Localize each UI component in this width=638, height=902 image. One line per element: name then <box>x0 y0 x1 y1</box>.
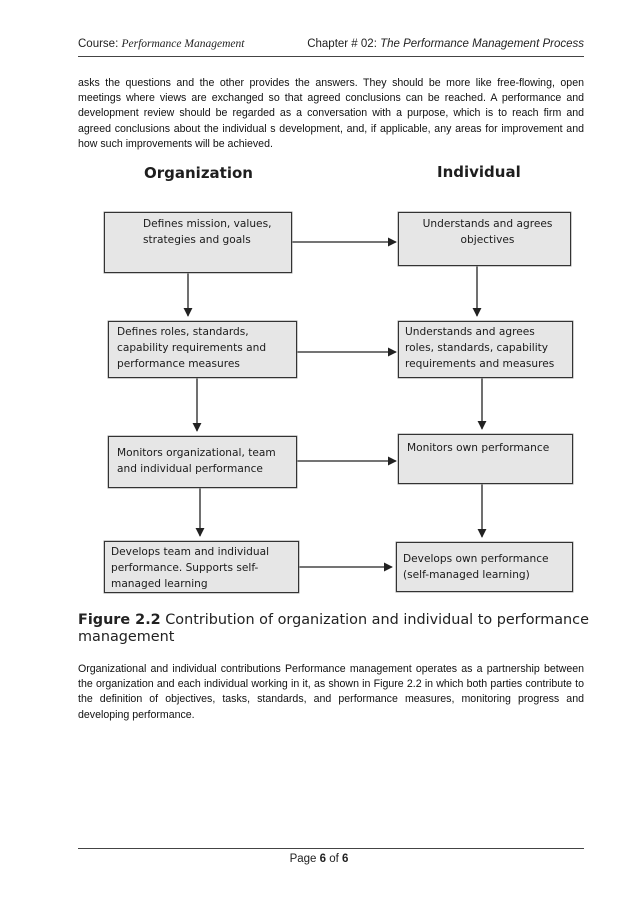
ind-step-roles: Understands and agrees roles, standards,… <box>398 321 573 378</box>
page-footer: Page 6 of 6 <box>0 853 638 865</box>
course-name: Performance Management <box>121 38 245 50</box>
footer-divider <box>78 848 584 849</box>
of-label: of <box>326 853 343 865</box>
header-divider <box>78 56 584 57</box>
chapter-label: Chapter # 02: <box>307 38 381 50</box>
page-header: Course: Performance Management Chapter #… <box>78 38 584 54</box>
ind-step-objectives: Understands and agrees objectives <box>398 212 571 266</box>
org-step-develop: Develops team and individual performance… <box>104 541 299 593</box>
course-label: Course: <box>78 38 122 50</box>
org-step-monitor: Monitors organizational, team and indivi… <box>108 436 297 488</box>
ind-step-monitor: Monitors own performance <box>398 434 573 484</box>
figure-caption: Figure 2.2 Contribution of organization … <box>78 612 598 646</box>
org-step-mission: Defines mission, values, strategies and … <box>104 212 292 273</box>
figure-number: Figure 2.2 <box>78 612 161 628</box>
figure-caption-text: Contribution of organization and individ… <box>78 612 589 645</box>
course-info: Course: Performance Management <box>78 38 244 50</box>
ind-step-develop: Develops own performance (self-managed l… <box>396 542 573 592</box>
closing-paragraph: Organizational and individual contributi… <box>78 663 584 721</box>
individual-title: Individual <box>437 163 521 181</box>
organization-title: Organization <box>144 164 253 182</box>
page-total: 6 <box>342 853 349 865</box>
chapter-name: The Performance Management Process <box>380 38 584 50</box>
org-step-roles: Defines roles, standards, capability req… <box>108 321 297 378</box>
intro-paragraph: asks the questions and the other provide… <box>78 77 584 150</box>
chapter-info: Chapter # 02: The Performance Management… <box>307 38 584 50</box>
page-label: Page <box>289 853 320 865</box>
page-number: 6 <box>319 853 327 865</box>
